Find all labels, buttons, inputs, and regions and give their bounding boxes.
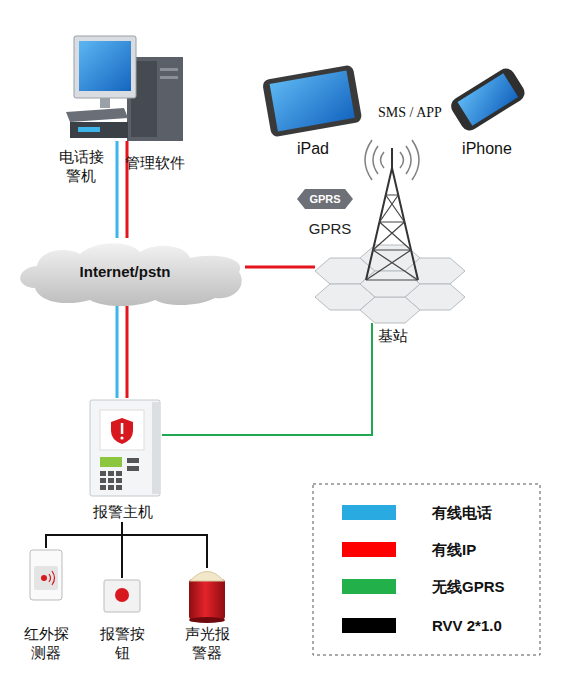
alarm-receiver-display bbox=[78, 127, 100, 132]
legend-text: 有线IP bbox=[432, 540, 476, 559]
key bbox=[116, 478, 122, 483]
node-label: 报警主机 bbox=[84, 502, 162, 521]
pir-lens bbox=[34, 566, 58, 590]
pc-slot bbox=[160, 76, 178, 79]
alarm-host-node: 报警主机 bbox=[84, 398, 162, 522]
legend-swatch bbox=[342, 579, 396, 594]
legend-frame bbox=[313, 484, 540, 655]
tower-illustration bbox=[365, 140, 419, 280]
key bbox=[127, 458, 139, 463]
key bbox=[108, 478, 114, 483]
alarm-receiver-body bbox=[70, 122, 128, 138]
siren-dome bbox=[190, 572, 224, 582]
pir-waves bbox=[49, 571, 55, 585]
pc-slot bbox=[160, 68, 178, 71]
key bbox=[116, 485, 122, 490]
panel-side bbox=[152, 402, 159, 494]
computer-node: 电话接警机管理软件 bbox=[60, 35, 185, 141]
tablet-screen bbox=[270, 71, 355, 132]
node-label: iPhone bbox=[442, 139, 532, 158]
siren-illustration bbox=[189, 572, 225, 624]
key bbox=[100, 478, 106, 483]
monitor-screen bbox=[79, 41, 131, 91]
cell-hexagon bbox=[360, 297, 420, 323]
key bbox=[100, 471, 106, 476]
tower-bracing bbox=[366, 195, 418, 280]
key bbox=[127, 466, 139, 471]
radio-waves bbox=[365, 140, 419, 180]
shield-dot bbox=[120, 436, 123, 439]
keypad bbox=[100, 458, 139, 490]
tablet-illustration bbox=[262, 64, 363, 137]
panel-body bbox=[90, 400, 160, 496]
phone-illustration bbox=[448, 65, 528, 134]
tablet-node: iPad bbox=[265, 62, 361, 138]
siren-base bbox=[189, 617, 225, 623]
key bbox=[108, 471, 114, 476]
connector-line bbox=[245, 266, 315, 269]
network-label: GPRS bbox=[298, 219, 362, 238]
phone-node: iPhone bbox=[452, 66, 522, 134]
alarm-receiver-top bbox=[66, 108, 128, 122]
monitor-stand bbox=[100, 98, 110, 108]
node-label: Internet/pstn bbox=[15, 262, 235, 281]
node-label: 声光报警器 bbox=[183, 624, 231, 662]
tablet-body bbox=[262, 64, 363, 137]
detector-node: 红外探测器 bbox=[28, 548, 64, 602]
phone-body bbox=[448, 65, 528, 134]
gprs-badge bbox=[297, 189, 353, 209]
connector-line bbox=[162, 323, 372, 435]
tower-antenna bbox=[391, 148, 393, 170]
node-label: 管理软件 bbox=[125, 153, 205, 172]
pir-body bbox=[30, 550, 62, 600]
panel-lcd bbox=[100, 457, 122, 467]
connector-line bbox=[122, 522, 207, 568]
computer-illustration bbox=[66, 36, 183, 141]
key bbox=[100, 485, 106, 490]
button-red bbox=[115, 588, 129, 602]
connector-line bbox=[116, 141, 119, 238]
phone-screen bbox=[458, 73, 519, 125]
tower-legs bbox=[366, 168, 418, 280]
pir-led bbox=[41, 575, 47, 581]
legend-text: 有线电话 bbox=[432, 503, 492, 522]
shield-icon bbox=[111, 418, 133, 444]
panic-button-illustration bbox=[104, 580, 140, 612]
pir-detector-illustration bbox=[30, 550, 62, 600]
legend-text: RVV 2*1.0 bbox=[432, 616, 502, 635]
node-label: 基站 bbox=[378, 326, 418, 345]
legend-text: 无线GPRS bbox=[432, 577, 505, 596]
key bbox=[116, 471, 122, 476]
cloud-node: Internet/pstn bbox=[15, 238, 245, 306]
connector-line bbox=[126, 306, 129, 398]
legend-swatch bbox=[342, 505, 396, 520]
panel-window bbox=[100, 410, 144, 450]
shield-mark bbox=[121, 423, 124, 434]
detector-node: 声光报警器 bbox=[188, 568, 226, 624]
node-label: 报警按钮 bbox=[98, 624, 146, 662]
monitor-frame bbox=[74, 36, 136, 98]
network-label: GPRS bbox=[297, 192, 353, 207]
legend-swatch bbox=[342, 542, 396, 557]
node-label: iPad bbox=[265, 139, 361, 158]
detector-node: 报警按钮 bbox=[104, 578, 140, 612]
connector-line bbox=[116, 306, 119, 398]
button-body bbox=[104, 580, 140, 612]
channel-label: SMS / APP bbox=[366, 104, 454, 122]
connector-line bbox=[46, 522, 122, 548]
legend-swatch bbox=[342, 618, 396, 633]
cell-grid bbox=[315, 245, 465, 323]
node-label: 电话接警机 bbox=[57, 147, 105, 185]
key bbox=[108, 485, 114, 490]
alarm-panel-illustration bbox=[90, 400, 160, 496]
node-label: 红外探测器 bbox=[22, 624, 70, 662]
siren-body bbox=[189, 579, 225, 620]
